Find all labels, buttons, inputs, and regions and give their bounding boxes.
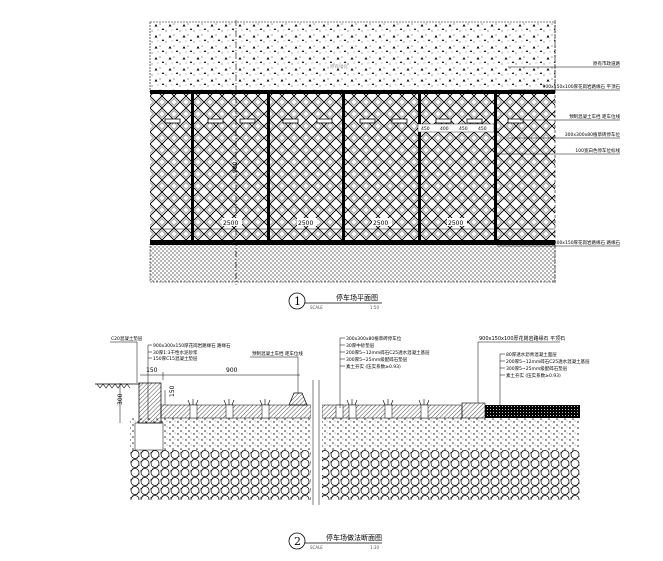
section-number: 2 xyxy=(294,535,301,548)
bay-dim: 2500 xyxy=(298,220,313,227)
stop-dim: 450 xyxy=(459,126,468,132)
stop-dim: 450 xyxy=(421,126,430,132)
plan-callout: 100宽白色停车位标线 xyxy=(575,147,620,154)
section-callout: 素土夯实 (压实系数≥0.93) xyxy=(346,363,401,370)
section-callout: 900x300x150厚花岗岩路缘石 路缘石 xyxy=(153,342,231,349)
grass-tufts xyxy=(187,399,430,406)
bay-dim: 2500 xyxy=(373,220,388,227)
stop-dims: 450 400 450 450 xyxy=(417,123,495,133)
plan-scale-label: SCALE xyxy=(310,305,323,310)
section-callout: 200厚5~12mm碎石C25透水混凝土基层 xyxy=(346,349,430,356)
section-callout: 300x300x80植草砖停车位 xyxy=(346,335,402,342)
plan-title: 停车场平面图 xyxy=(336,293,378,302)
plan-callout: 300x300x80植草砖停车位 xyxy=(565,131,621,138)
stop-dim: 450 xyxy=(478,126,487,132)
section-scale: 1:30 xyxy=(370,545,379,550)
plan-title-block: 1 停车场平面图 SCALE 1:50 xyxy=(288,292,382,310)
section-callout: 30厚1:3干性水泥砂浆 xyxy=(153,349,198,356)
plan-view: 900 2500 2500 2500 2500 450 400 450 450 … xyxy=(149,20,621,310)
plan-vertical-dim: 900 xyxy=(232,161,239,173)
section-title-block: 2 停车场做法断面图 SCALE 1:30 xyxy=(288,532,382,550)
section-callout: 200厚5~12mm碎石C25透水混凝土基层 xyxy=(506,358,590,365)
plan-number: 1 xyxy=(294,295,301,308)
section-scale-label: SCALE xyxy=(310,545,323,550)
bay-dim: 2500 xyxy=(223,220,238,227)
section-callout: 预制混凝土车挡 距车位线 xyxy=(252,350,303,357)
section-dim: 300 xyxy=(117,393,124,405)
asphalt-layer xyxy=(485,405,580,418)
grass-pavers-left xyxy=(160,404,312,419)
section-leaders xyxy=(110,337,560,420)
section-dim: 900 xyxy=(226,367,238,374)
bay-lines xyxy=(191,92,497,242)
section-dims xyxy=(119,372,300,423)
bay-dim: 2500 xyxy=(448,220,463,227)
section-callout: 300厚5~25mm级配碎石垫层 xyxy=(506,365,568,372)
section-dim: 150 xyxy=(146,367,158,374)
plan-leaders xyxy=(497,66,620,247)
bottom-curb xyxy=(150,240,555,245)
section-number-circle xyxy=(288,532,306,550)
section-callout: 150厚C15混凝土垫层 xyxy=(153,355,198,362)
right-curb xyxy=(461,402,486,419)
top-curb xyxy=(150,90,555,94)
section-dim: 150 xyxy=(169,385,176,397)
section-callout: 300厚5~25mm级配碎石垫层 xyxy=(346,356,408,363)
plan-bay-dims: 2500 2500 2500 2500 xyxy=(222,218,467,227)
plan-center-note: 原有绿化 xyxy=(330,63,348,70)
left-curb xyxy=(138,382,162,424)
plan-number-circle xyxy=(288,292,306,310)
wheel-stop-section xyxy=(288,392,308,406)
section-callout: C20混凝土垫层 xyxy=(111,335,143,342)
wheel-stops xyxy=(164,118,524,124)
plan-scale: 1:50 xyxy=(370,305,379,310)
section-view: 150 900 300 150 C20混凝土垫层 900x300x150厚花岗岩… xyxy=(95,335,590,550)
plan-callout: 预制混凝土车挡 距车位线 xyxy=(569,113,620,120)
stop-dim: 400 xyxy=(440,126,449,132)
section-title: 停车场做法断面图 xyxy=(326,533,382,542)
plan-callout: 原有市政道路 xyxy=(593,60,620,67)
section-callout: 900x150x100厚花岗岩路缘石 平顶石 xyxy=(479,335,565,342)
plan-callout: 900x150x100厚花岗岩路缘石 平顶石 xyxy=(542,83,620,90)
plan-callout: 900x300x150厚花岗岩路缘石 路缘石 xyxy=(542,239,620,246)
section-callout: 素土夯实 (压实系数≥0.93) xyxy=(506,372,561,379)
section-callout: 30厚中砂垫层 xyxy=(346,342,375,349)
grass-cells xyxy=(189,404,429,419)
section-callout: 80厚透水沥青混凝土面层 xyxy=(506,351,557,358)
